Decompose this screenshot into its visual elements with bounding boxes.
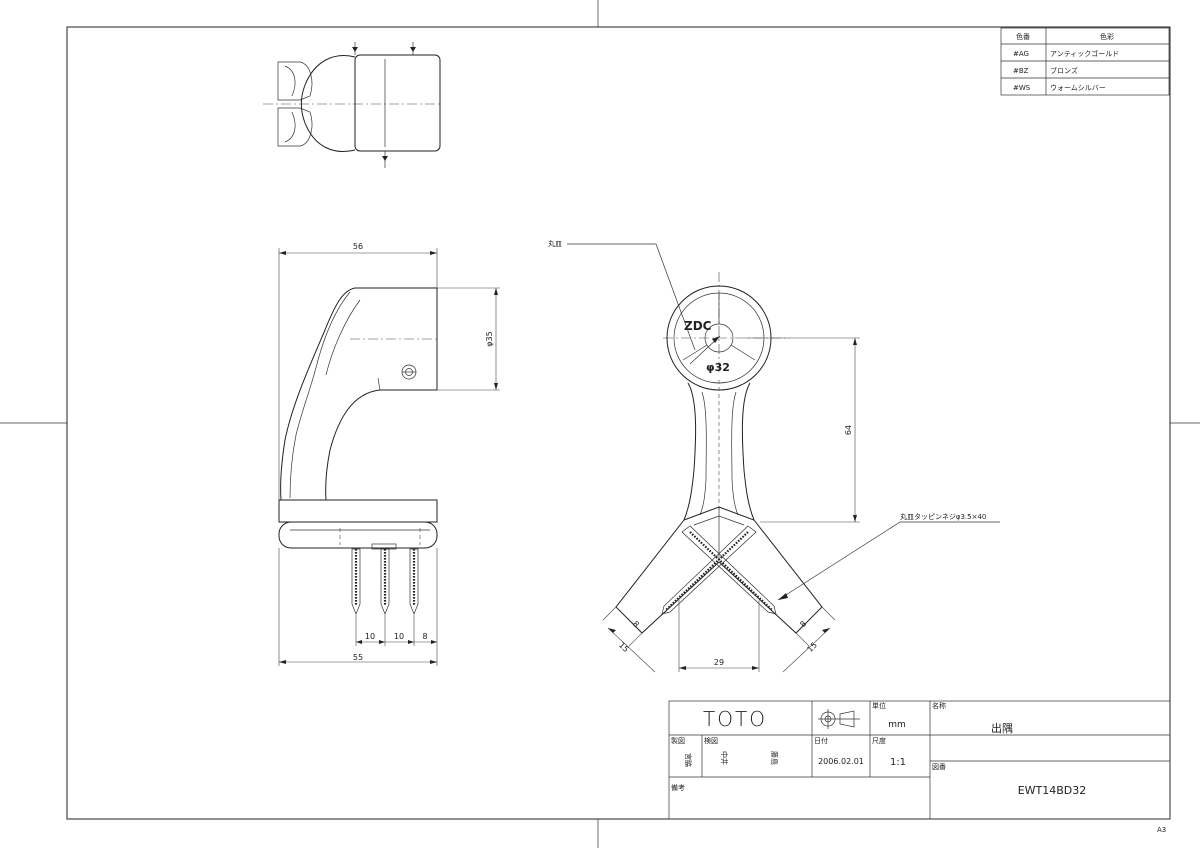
wood-screw-icon [351, 548, 419, 615]
date-label: 日付 [814, 736, 828, 745]
name-label: 名称 [932, 701, 946, 710]
date-value: 2006.02.01 [818, 757, 864, 766]
color-code-bz: #BZ [1013, 67, 1029, 75]
color-code-ag: #AG [1013, 50, 1029, 58]
unit-value: mm [888, 720, 906, 730]
unit-label: 単位 [872, 701, 886, 710]
screw-spec-label: 丸皿タッピンネジφ3.5×40 [900, 512, 986, 521]
dim-right-8: 8 [798, 619, 808, 629]
color-table: 色番 色彩 #AG アンティックゴールド #BZ ブロンズ #WS ウォームシル… [1000, 27, 1170, 96]
scale-label: 尺度 [872, 736, 886, 745]
front-view: ZDC φ32 丸皿 64 [548, 239, 1000, 673]
checked-by-1: 中井 [720, 751, 729, 765]
dim-dia-35: φ35 [485, 331, 494, 346]
dim-height-64: 64 [844, 425, 853, 435]
color-name-bz: ブロンズ [1050, 66, 1078, 75]
material-label: ZDC [684, 319, 712, 333]
dim-left-8: 8 [631, 619, 641, 629]
scale-value: 1:1 [890, 757, 906, 768]
top-view [263, 42, 443, 168]
color-name-ws: ウォームシルバー [1050, 84, 1106, 92]
checked-label: 検図 [704, 736, 718, 745]
color-name-ag: アンティックゴールド [1050, 49, 1119, 58]
number-label: 図番 [932, 763, 946, 771]
color-table-header-color: 色彩 [1100, 32, 1114, 41]
dim-screw-gap-3: 8 [422, 632, 427, 641]
drawn-label: 製図 [671, 736, 685, 745]
dim-right-15: 15 [805, 640, 819, 654]
dia-label: φ32 [706, 361, 730, 374]
sheet-size-label: A3 [1157, 826, 1166, 834]
dim-width-56: 56 [353, 242, 363, 251]
remarks-label: 備考 [671, 783, 685, 792]
drawn-by: 宮脇 [684, 753, 693, 767]
color-table-header-code: 色番 [1016, 32, 1030, 41]
dim-screw-gap-2: 10 [394, 632, 404, 641]
screw-icon [352, 42, 416, 168]
tapping-screw-icon [661, 525, 777, 615]
pin-marker-icon [401, 364, 417, 380]
dim-screw-gap-1: 10 [365, 632, 375, 641]
name-value: 出隅 [991, 721, 1013, 735]
dim-width-29: 29 [714, 658, 724, 667]
company-logo: TOTO [703, 707, 767, 731]
drawing-number: EWT14BD32 [1018, 784, 1087, 797]
checked-by-2: 藤島 [770, 751, 779, 765]
dim-left-15: 15 [617, 640, 631, 654]
side-view: 56 φ35 [278, 242, 500, 666]
leader-head-label: 丸皿 [548, 239, 562, 248]
title-block: TOTO 単位 mm 名称 出隅 製図 検図 宮脇 中井 藤島 日付 2006.… [668, 700, 1171, 820]
dim-base-55: 55 [353, 653, 363, 662]
projection-symbol-icon [818, 709, 860, 729]
color-code-ws: #WS [1013, 84, 1031, 92]
